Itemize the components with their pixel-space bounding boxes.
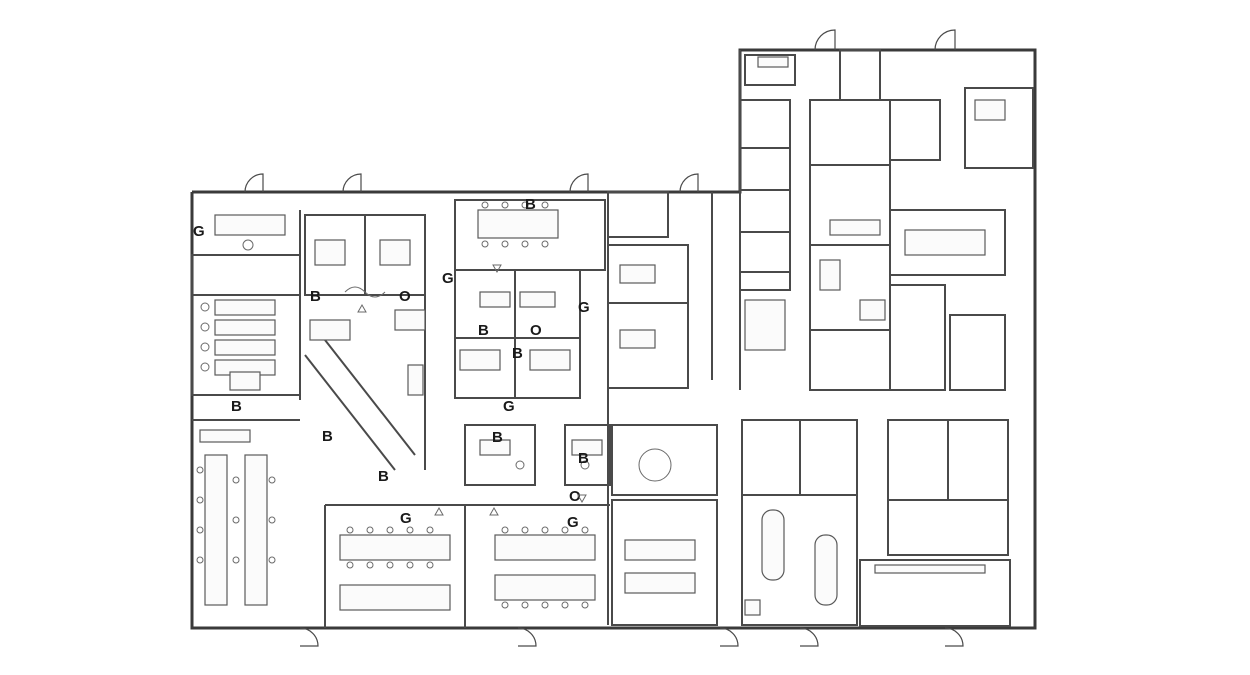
marker-o: O — [399, 288, 411, 305]
marker-g: G — [442, 270, 454, 287]
middle-column-rooms — [607, 191, 718, 626]
diagonal-corridor — [304, 214, 426, 471]
marker-g: G — [578, 299, 590, 316]
marker-b: B — [378, 468, 389, 485]
marker-o: O — [569, 488, 581, 505]
marker-b: B — [478, 322, 489, 339]
center-lower-offices — [464, 424, 611, 486]
marker-g: G — [567, 514, 579, 531]
marker-b: B — [310, 288, 321, 305]
marker-b: B — [492, 429, 503, 446]
marker-b: B — [512, 345, 523, 362]
right-block — [739, 49, 1034, 391]
outer-walls — [190, 48, 1037, 630]
conference-chairs — [346, 526, 589, 609]
marker-g: G — [400, 510, 412, 527]
marker-b: B — [525, 196, 536, 213]
fixture-symbols — [242, 239, 587, 516]
marker-b: B — [322, 428, 333, 445]
marker-o: O — [530, 322, 542, 339]
marker-b: B — [231, 398, 242, 415]
left-training-room — [192, 419, 300, 606]
equipment-markers: G G G G G G B B B B B B B B B O O O — [193, 196, 590, 531]
marker-g: G — [193, 223, 205, 240]
marker-b: B — [578, 450, 589, 467]
bottom-right-block — [741, 419, 1011, 627]
center-top-offices — [454, 199, 606, 399]
left-office-area — [191, 210, 301, 400]
door-swings — [244, 29, 964, 647]
marker-g: G — [503, 398, 515, 415]
bottom-conference-rooms — [324, 504, 610, 628]
